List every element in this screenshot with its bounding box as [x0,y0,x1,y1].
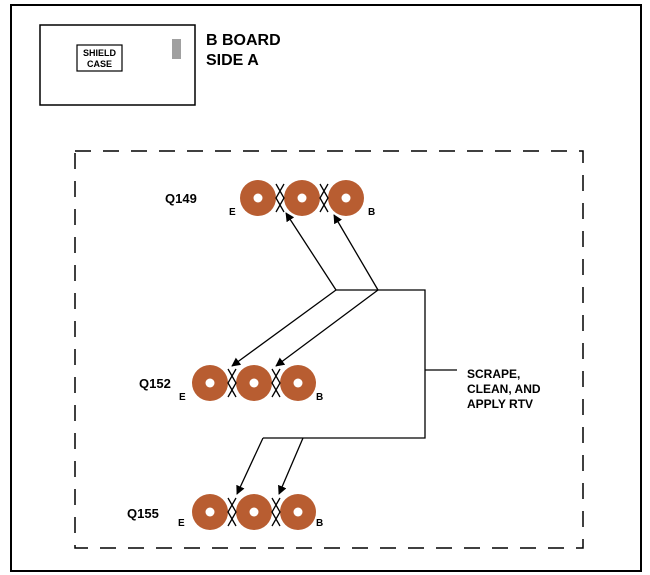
q155-rtv-joint-2 [271,497,281,527]
arrow-to-q155-joint-2 [278,437,304,495]
outer-frame [10,4,642,572]
board-label-line1: B BOARD [206,32,281,49]
q152-base-hole [293,378,303,388]
inset-board-outline [39,24,196,106]
arrow-to-q149-joint-1 [285,212,337,291]
q149-collector-hole [297,193,307,203]
q155-base-hole [293,507,303,517]
q155-collector-hole [249,507,259,517]
arrow-to-q155-joint-1 [236,437,264,495]
q152-collector-hole [249,378,259,388]
q152-rtv-joint-2 [271,368,281,398]
instruction-note-line3: APPLY RTV [467,397,533,411]
q152-base-label: B [316,392,323,403]
q155-ref-label: Q155 [127,506,159,521]
q149-rtv-joint-2 [319,183,329,213]
q149-rtv-joint-1 [275,183,285,213]
shield-case-box [76,44,123,72]
q152-emitter-hole [205,378,215,388]
instruction-note-line2: CLEAN, AND [467,382,541,396]
inset-location-marker [172,39,181,59]
q155-base-label: B [316,518,323,529]
instruction-note-line1: SCRAPE, [467,367,520,381]
callout-leader-lines [263,289,457,439]
q149-base-label: B [368,207,375,218]
shield-case-label-line1: SHIELD [83,48,117,58]
board-label-line2: SIDE A [206,52,259,69]
q155-emitter-label: E [178,518,185,529]
q149-base-hole [341,193,351,203]
q152-emitter-label: E [179,392,186,403]
q149-ref-label: Q149 [165,191,197,206]
shield-case-label-line2: CASE [87,59,112,69]
q152-rtv-joint-1 [227,368,237,398]
q155-emitter-hole [205,507,215,517]
arrow-to-q152-joint-1 [231,289,337,367]
detail-area-boundary [74,150,584,549]
q152-ref-label: Q152 [139,376,171,391]
q149-emitter-hole [253,193,263,203]
arrow-to-q149-joint-2 [333,214,379,291]
q149-emitter-label: E [229,207,236,218]
q155-rtv-joint-1 [227,497,237,527]
arrow-to-q152-joint-2 [275,289,379,367]
